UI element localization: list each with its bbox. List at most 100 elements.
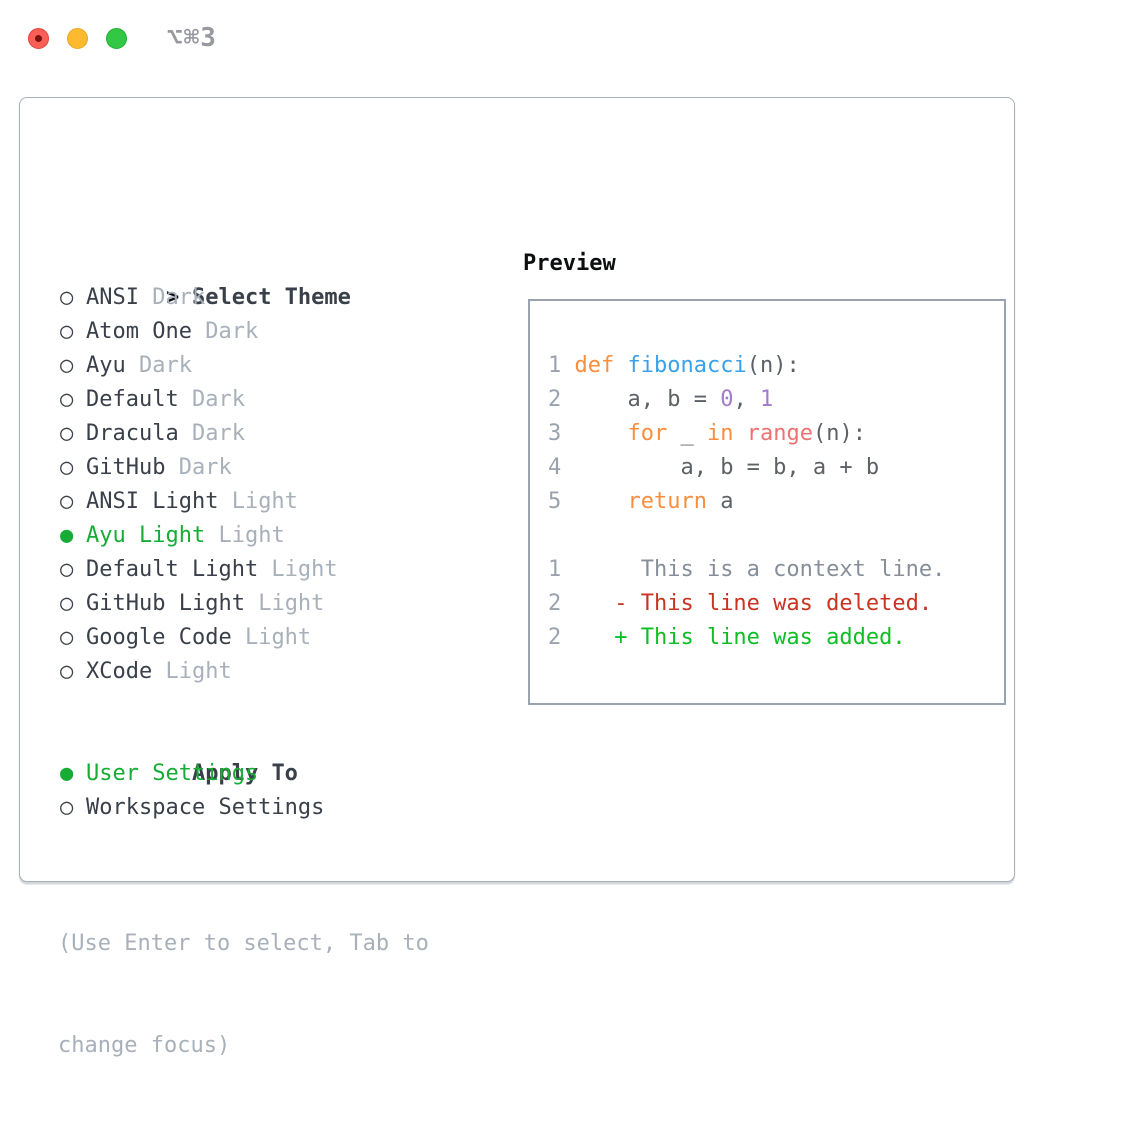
- variant-label: Dark: [178, 387, 245, 412]
- code-token: in: [706, 421, 734, 446]
- close-button[interactable]: [28, 28, 49, 49]
- apply-option-user-settings[interactable]: ● User Settings: [60, 757, 324, 791]
- code-token: (n):: [746, 353, 800, 378]
- radio-unselected-icon: ○: [60, 659, 74, 684]
- theme-option-ansi-light-light[interactable]: ○ ANSI Light Light: [60, 485, 351, 519]
- radio-unselected-icon: ○: [60, 557, 74, 582]
- code-token: This is a context line.: [561, 557, 946, 582]
- code-token: return: [627, 489, 707, 514]
- theme-option-ayu-dark[interactable]: ○Ayu Dark: [60, 349, 351, 383]
- code-token: - This line was deleted.: [561, 591, 933, 616]
- radio-unselected-icon: ○: [60, 353, 74, 378]
- radio-unselected-icon: ○: [60, 319, 74, 344]
- option-label: ANSI Light: [86, 489, 219, 514]
- variant-label: Dark: [125, 353, 192, 378]
- theme-option-atom-one-dark[interactable]: ○ Atom One Dark: [60, 315, 351, 349]
- line-number: 1: [548, 353, 562, 378]
- radio-selected-icon: ●: [60, 761, 74, 786]
- variant-label: Light: [231, 625, 312, 650]
- help-text-line-2: change focus): [58, 1033, 231, 1058]
- theme-option-github-light-light[interactable]: ○ GitHub Light Light: [60, 587, 351, 621]
- minimize-button[interactable]: [67, 28, 88, 49]
- select-theme-title: Select Theme: [191, 285, 351, 310]
- theme-dialog: >Select Theme ○ANSI Dark○Atom One Dark○A…: [19, 97, 1015, 1058]
- code-token: 1: [759, 387, 774, 412]
- variant-label: Dark: [165, 455, 232, 480]
- code-token: def: [574, 353, 615, 378]
- option-label: Ayu Light: [86, 523, 206, 548]
- line-number: 3: [548, 421, 562, 446]
- variant-label: Dark: [178, 421, 245, 446]
- code-line: 2 + This line was added.: [548, 621, 945, 655]
- code-line: 2 - This line was deleted.: [548, 587, 945, 621]
- app-window: ⌥⌘3 > Select Theme ○ ANSI Dark ○ Atom One Da…: [19, 23, 1015, 1058]
- option-label: Google Code: [86, 625, 232, 650]
- line-number: 2: [548, 625, 562, 650]
- option-label: XCode: [86, 659, 153, 684]
- line-number: 5: [548, 489, 562, 514]
- code-token: range: [746, 421, 813, 446]
- option-label: Atom One: [86, 319, 192, 344]
- radio-unselected-icon: ○: [60, 489, 74, 514]
- code-token: fibonacci: [627, 353, 747, 378]
- theme-option-google-code-light[interactable]: ○ Google Code Light: [60, 621, 351, 655]
- help-text: (Use Enter to select, Tab to change focu…: [58, 859, 429, 1131]
- radio-unselected-icon: ○: [60, 421, 74, 446]
- radio-unselected-icon: ○: [60, 591, 74, 616]
- theme-option-default-dark[interactable]: ○Default Dark: [60, 383, 351, 417]
- option-label: GitHub Light: [86, 591, 245, 616]
- cursor-icon: >: [165, 285, 180, 310]
- option-label: Default Light: [86, 557, 259, 582]
- theme-option-dracula-dark[interactable]: ○Dracula Dark: [60, 417, 351, 451]
- theme-option-xcode-light[interactable]: ○ XCode Light: [60, 655, 351, 689]
- code-token: ,: [733, 387, 760, 412]
- preview-title: Preview: [523, 251, 616, 276]
- apply-to-options: ● User Settings ○Workspace Settings: [60, 757, 324, 825]
- code-token: a, b =: [561, 387, 721, 412]
- line-number: 1: [548, 557, 562, 582]
- theme-option-ayu-light-light[interactable]: ● Ayu Light Light: [60, 519, 351, 553]
- option-label: ANSI: [86, 285, 139, 310]
- code-token: (n):: [812, 421, 866, 446]
- zoom-button[interactable]: [106, 28, 127, 49]
- help-text-line-1: (Use Enter to select, Tab to: [58, 931, 429, 956]
- code-token: [561, 421, 627, 446]
- code-line: 5 return a: [548, 485, 945, 519]
- radio-unselected-icon: ○: [60, 795, 74, 820]
- radio-selected-icon: ●: [60, 523, 74, 548]
- radio-unselected-icon: ○: [60, 285, 74, 310]
- theme-option-default-light-light[interactable]: ○ Default Light Light: [60, 553, 351, 587]
- variant-label: Light: [244, 591, 325, 616]
- variant-label: Dark: [138, 285, 206, 310]
- code-token: 0: [720, 387, 734, 412]
- radio-unselected-icon: ○: [60, 387, 74, 412]
- variant-label: Light: [218, 489, 298, 514]
- code-line: 3 for _ in range(n):: [548, 417, 945, 451]
- code-line: 1 This is a context line.: [548, 553, 945, 587]
- window-shortcut-label: ⌥⌘3: [167, 23, 217, 53]
- variant-label: Light: [205, 523, 285, 548]
- apply-option-workspace-settings[interactable]: ○Workspace Settings: [60, 791, 324, 825]
- line-number: 4: [548, 455, 562, 480]
- line-number: 2: [548, 387, 562, 412]
- code-line: 4 a, b = b, a + b: [548, 451, 945, 485]
- variant-label: Light: [258, 557, 338, 582]
- theme-option-github-dark[interactable]: ○ GitHub Dark: [60, 451, 351, 485]
- code-token: _: [667, 421, 707, 446]
- variant-label: Light: [152, 659, 232, 684]
- close-dot-icon: [35, 35, 42, 42]
- radio-unselected-icon: ○: [60, 455, 74, 480]
- variant-label: Dark: [191, 319, 259, 344]
- option-label: GitHub: [86, 455, 166, 480]
- theme-options: ○ANSI Dark○Atom One Dark○Ayu Dark○Defaul…: [60, 281, 351, 689]
- radio-unselected-icon: ○: [60, 625, 74, 650]
- code-line: 2 a, b = 0, 1: [548, 383, 945, 417]
- code-token: a, b = b, a + b: [561, 455, 880, 480]
- apply-to-title-row: Apply To: [60, 723, 324, 786]
- apply-to-section: Apply To ● User Settings ○Workspace Settin…: [60, 723, 324, 825]
- code-token: for: [627, 421, 668, 446]
- theme-option-ansi-dark[interactable]: ○ ANSI Dark: [60, 281, 351, 315]
- option-label: User Settings: [86, 761, 259, 786]
- blank-line: [548, 519, 945, 553]
